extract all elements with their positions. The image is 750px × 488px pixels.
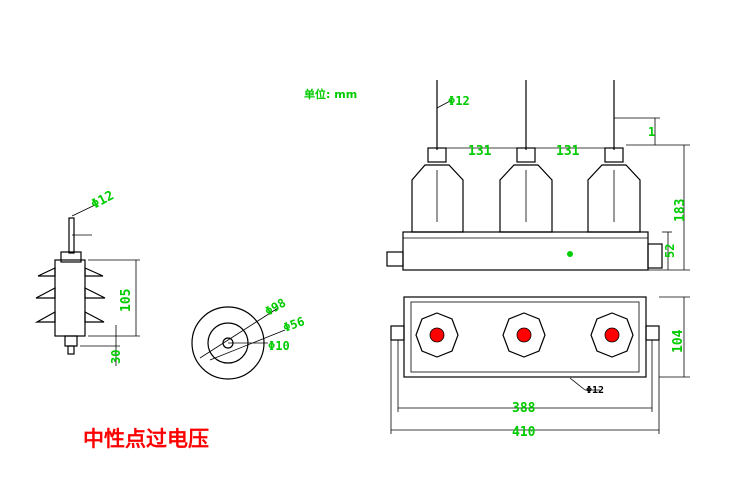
side-cap <box>60 251 82 263</box>
side-rod <box>68 217 75 254</box>
top-dim-mid: Φ56 <box>281 314 306 335</box>
plan-dim-bolt: Φ12 <box>586 385 604 396</box>
side-view <box>34 204 140 366</box>
plan-dim-depth: 104 <box>671 329 686 353</box>
drawing-caption: 中性点过电压 <box>83 427 209 451</box>
side-leader <box>71 204 96 217</box>
side-shed-3 <box>34 310 105 323</box>
plan-inner-box <box>410 301 640 373</box>
front-center-mark <box>567 251 573 257</box>
side-dim-height: 105 <box>119 289 134 312</box>
top-leader-outer <box>199 307 279 359</box>
plan-view <box>390 296 690 434</box>
front-view <box>386 80 690 271</box>
front-collar-1 <box>427 147 447 163</box>
top-view <box>191 306 286 380</box>
plan-terminal-3 <box>590 312 634 358</box>
unit-label: 单位: mm <box>304 87 357 101</box>
front-collar-2 <box>516 147 536 163</box>
front-lug-left <box>386 251 404 267</box>
front-dim-rod: Φ12 <box>448 94 470 108</box>
front-dim-top: 1 <box>648 125 655 139</box>
side-body <box>54 259 86 337</box>
plan-terminal-1-core <box>429 327 445 343</box>
front-lug-right <box>647 243 663 269</box>
top-leader-mid <box>209 329 286 361</box>
plan-lug-left <box>390 325 405 341</box>
side-base-stud <box>67 345 75 355</box>
plan-bolt-leader <box>569 377 586 391</box>
plan-dim-inner-width: 388 <box>512 401 536 416</box>
front-dim-base: 52 <box>663 244 677 258</box>
side-dim-diameter: Φ12 <box>89 188 117 212</box>
plan-lug-right <box>645 325 660 341</box>
front-rod-leader <box>436 99 453 109</box>
side-base <box>64 335 78 347</box>
front-dim-pitch-right: 131 <box>556 144 580 159</box>
side-shed-1 <box>37 267 104 277</box>
side-shed-2 <box>35 287 106 299</box>
side-dim-base: 30 <box>109 350 123 364</box>
plan-terminal-3-core <box>604 327 620 343</box>
plan-terminal-2 <box>502 312 546 358</box>
plan-terminal-1 <box>415 312 459 358</box>
plan-terminal-2-core <box>516 327 532 343</box>
front-dim-height: 183 <box>673 199 688 222</box>
top-dim-hole: Φ10 <box>268 339 290 353</box>
front-body-1 <box>411 164 464 233</box>
front-collar-3 <box>604 147 624 163</box>
front-dim-pitch-left: 131 <box>468 144 492 159</box>
plan-dim-outer-width: 410 <box>512 425 536 440</box>
